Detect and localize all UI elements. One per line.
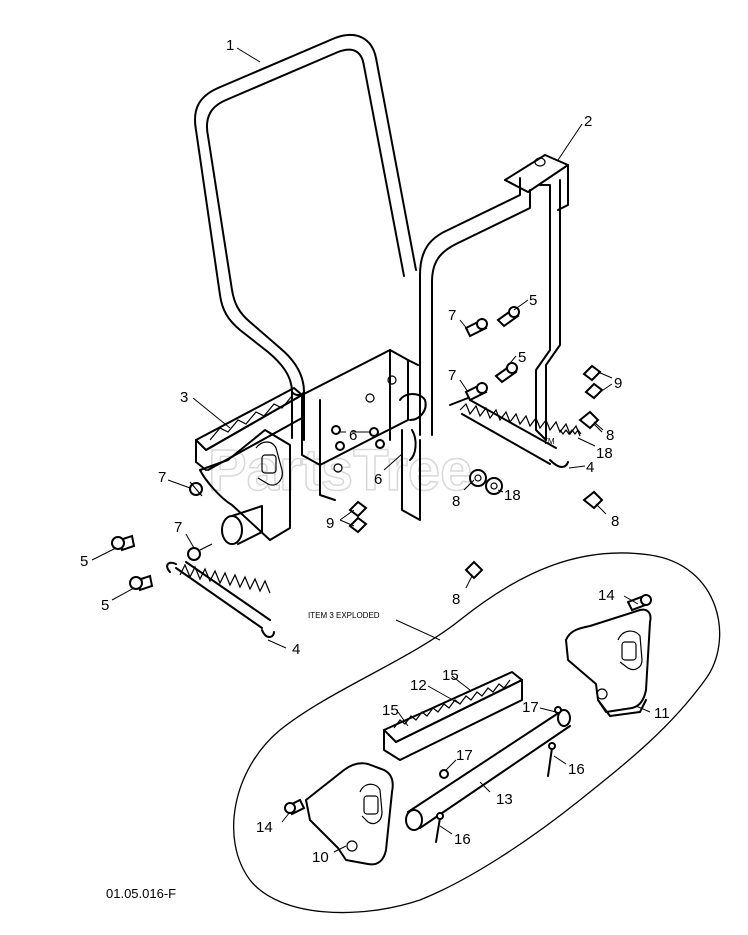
callout-7d: 7 (174, 519, 182, 536)
callout-12: 12 (410, 677, 427, 694)
callout-9b: 9 (326, 515, 334, 532)
callout-5d: 5 (101, 597, 109, 614)
exploded-boundary (233, 552, 721, 914)
callout-14a: 14 (598, 587, 615, 604)
callout-4b: 4 (292, 641, 300, 658)
callout-5c: 5 (80, 553, 88, 570)
callout-8b: 8 (452, 493, 460, 510)
callout-8c: 8 (611, 513, 619, 530)
callout-7b: 7 (448, 367, 456, 384)
callout-7a: 7 (448, 307, 456, 324)
rear-handle (419, 154, 569, 441)
callout-18b: 18 (504, 487, 521, 504)
roll-bar (194, 33, 417, 441)
callout-11: 11 (654, 705, 670, 722)
callout-17b: 17 (456, 747, 473, 764)
exploded-parts (284, 594, 652, 866)
callout-7c: 7 (158, 469, 166, 486)
callout-1: 1 (226, 37, 234, 54)
callout-6a: 6 (349, 427, 357, 444)
callout-15a: 15 (442, 667, 459, 684)
callout-18a: 18 (596, 445, 613, 462)
exploded-label: ITEM 3 EXPLODED (308, 611, 380, 620)
callout-16b: 16 (454, 831, 471, 848)
drawing-code: 01.05.016-F (106, 886, 176, 901)
leader-lines (91, 47, 651, 853)
callout-3: 3 (180, 389, 188, 406)
callout-8d: 8 (452, 591, 460, 608)
callout-15b: 15 (382, 702, 399, 719)
callout-5a: 5 (529, 292, 537, 309)
callout-10: 10 (312, 849, 329, 866)
fasteners-main (111, 306, 604, 592)
callout-13: 13 (496, 791, 513, 808)
spring-right (449, 397, 581, 468)
callout-labels: 1 2 3 4 4 5 5 5 5 6 6 7 7 7 7 8 8 8 8 9 … (80, 37, 670, 866)
callout-9a: 9 (614, 375, 622, 392)
foot-rest-assembly (195, 387, 303, 545)
callout-6b: 6 (374, 471, 382, 488)
callout-4a: 4 (586, 459, 594, 476)
callout-5b: 5 (518, 349, 526, 366)
callout-8a: 8 (606, 427, 614, 444)
spring-left (166, 561, 275, 638)
callout-2: 2 (584, 113, 592, 130)
callout-17a: 17 (522, 699, 539, 716)
trademark: TM (543, 437, 555, 446)
mount-bracket (301, 349, 427, 521)
callout-16a: 16 (568, 761, 585, 778)
callout-14b: 14 (256, 819, 273, 836)
